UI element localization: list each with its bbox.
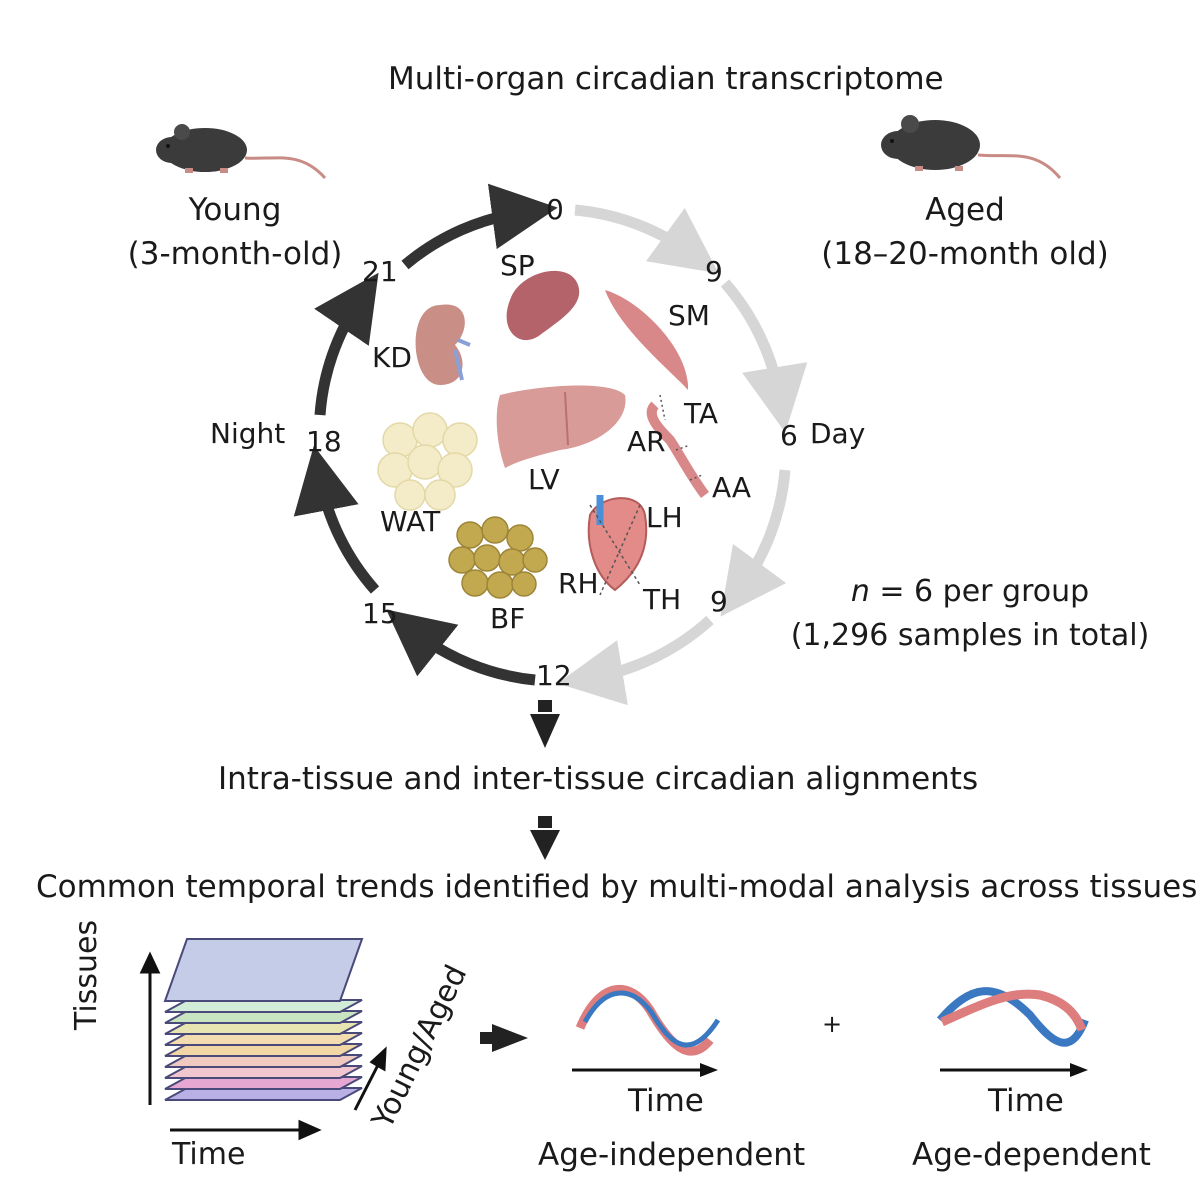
night-label: Night: [210, 417, 286, 450]
hour-3: 9: [705, 255, 723, 288]
flow-arrow-2: [530, 816, 560, 860]
hour-18: 18: [306, 425, 342, 458]
stack-axes: [139, 951, 387, 1141]
flow-arrow-1: [530, 700, 560, 748]
day-label: Day: [810, 417, 866, 450]
sample-note-line2: (1,296 samples in total): [790, 618, 1150, 653]
hour-15: 15: [362, 597, 398, 630]
tissue-layer: [164, 1054, 363, 1068]
organ-label-sm: SM: [668, 299, 710, 332]
sample-per-group: = 6 per group: [869, 574, 1090, 609]
tissue-layer: [164, 1087, 363, 1101]
heart-icon: [587, 495, 648, 596]
stack-x-label: Time: [172, 1137, 246, 1172]
tissue-layer: [163, 938, 364, 1002]
aged-group-label: Aged (18–20-month old): [815, 188, 1115, 276]
young-name: Young: [188, 192, 282, 228]
white-adipose-icon: [377, 412, 478, 511]
organ-label-wat: WAT: [380, 505, 441, 538]
tissue-layer: [164, 999, 363, 1013]
trend2-caption: Age-dependent: [912, 1137, 1151, 1173]
tissue-layer: [164, 1032, 363, 1046]
sample-note: n = 6 per group (1,296 samples in total): [780, 570, 1160, 658]
trend1-axis-label: Time: [628, 1083, 704, 1119]
hour-6: 6: [780, 419, 798, 452]
aged-mouse-icon: [881, 115, 1062, 179]
liver-icon: [496, 385, 626, 468]
young-mouse-icon: [156, 124, 327, 179]
hour-12: 12: [536, 659, 572, 692]
hour-9: 9: [710, 585, 728, 618]
young-group-label: Young (3-month-old): [120, 188, 350, 276]
age-independent-plot: [572, 984, 721, 1077]
young-age: (3-month-old): [127, 236, 343, 272]
skeletal-muscle-icon: [605, 290, 689, 390]
trend1-caption: Age-independent: [538, 1137, 806, 1173]
tissue-stack: [163, 938, 364, 1101]
sample-n: n: [850, 574, 870, 609]
trend2-axis-label: Time: [988, 1083, 1064, 1119]
stack-y-label: Tissues: [69, 919, 104, 1030]
age-dependent-plot: [936, 987, 1089, 1077]
hour-21: 21: [362, 255, 398, 288]
organ-label-aa: AA: [712, 471, 752, 504]
tissue-layer: [164, 1076, 363, 1090]
brown-fat-icon: [448, 516, 548, 599]
diagram-title: Multi-organ circadian transcriptome: [388, 61, 944, 97]
day-arc: [557, 204, 808, 706]
organ-label-ar: AR: [627, 425, 666, 458]
organ-label-th: TH: [643, 583, 682, 616]
step2-label: Intra-tissue and inter-tissue circadian …: [218, 761, 979, 797]
sample-note-line1: n = 6 per group: [780, 570, 1160, 614]
tissue-layer: [164, 1043, 363, 1057]
organ-label-kd: KD: [372, 341, 412, 374]
organ-label-bf: BF: [490, 602, 526, 635]
tissue-layer: [164, 1065, 363, 1079]
spleen-icon: [506, 270, 580, 341]
tissue-layer: [164, 1010, 363, 1024]
step3-label: Common temporal trends identified by mul…: [36, 872, 1198, 903]
organ-label-lv: LV: [528, 463, 560, 496]
night-arc: [293, 183, 558, 686]
aged-age: (18–20-month old): [821, 236, 1109, 272]
flow-arrow-3: [480, 1024, 528, 1052]
kidney-icon: [415, 304, 471, 385]
organ-label-rh: RH: [558, 567, 599, 600]
tissue-layer: [164, 1021, 363, 1035]
hour-0: 0: [546, 193, 564, 226]
aged-name: Aged: [925, 192, 1005, 228]
plus-sign: +: [822, 1010, 843, 1038]
organ-label-lh: LH: [646, 501, 683, 534]
organ-label-sp: SP: [500, 249, 535, 282]
aorta-icon: [646, 394, 710, 498]
organ-label-ta: TA: [684, 397, 719, 430]
